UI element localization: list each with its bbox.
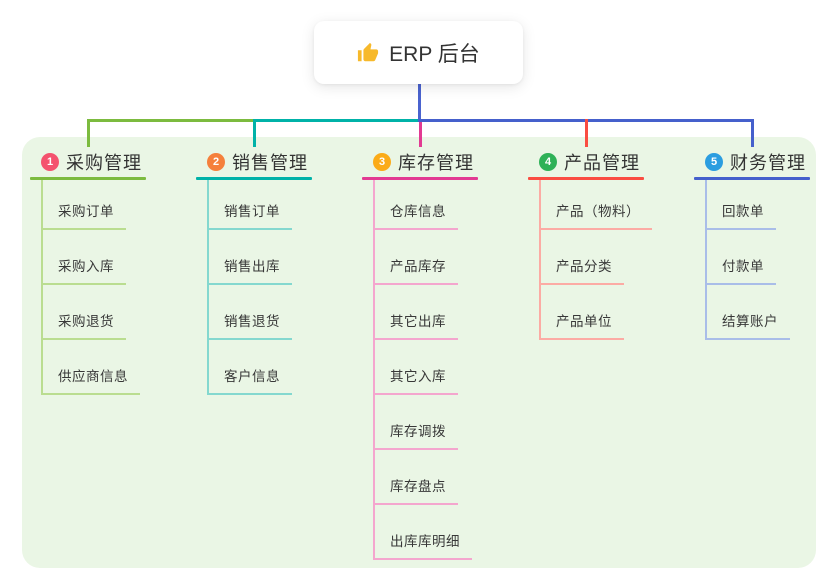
child-node[interactable]: 结算账户 [707, 285, 790, 340]
branch-5: 5 财务管理回款单付款单结算账户 [694, 149, 810, 340]
child-node[interactable]: 产品单位 [541, 285, 624, 340]
child-node[interactable]: 采购退货 [43, 285, 126, 340]
branch-title: 采购管理 [66, 153, 142, 173]
branch-children: 回款单付款单结算账户 [705, 180, 790, 340]
branch-title: 库存管理 [398, 153, 474, 173]
branch-underline [694, 177, 810, 180]
branch-title: 产品管理 [564, 153, 640, 173]
root-node[interactable]: ERP 后台 [314, 21, 523, 84]
branch-underline [196, 177, 312, 180]
branch-drop-line-1 [86, 119, 90, 147]
rail-segment-2 [252, 119, 421, 122]
branch-header-2[interactable]: 2 销售管理 [196, 149, 312, 175]
child-node[interactable]: 销售订单 [209, 180, 292, 230]
branch-number-badge: 4 [539, 153, 557, 171]
child-node[interactable]: 产品（物料） [541, 180, 652, 230]
branch-drop-line-3 [418, 122, 422, 147]
branch-number-badge: 2 [207, 153, 225, 171]
branch-drop-line-5 [750, 119, 754, 147]
child-node[interactable]: 出库库明细 [375, 505, 472, 560]
branch-title: 销售管理 [232, 153, 308, 173]
child-node[interactable]: 回款单 [707, 180, 776, 230]
branch-title: 财务管理 [730, 153, 806, 173]
root-title: ERP 后台 [389, 42, 480, 66]
branch-drop-line-2 [252, 119, 256, 147]
child-node[interactable]: 采购订单 [43, 180, 126, 230]
child-node[interactable]: 客户信息 [209, 340, 292, 395]
branch-header-1[interactable]: 1 采购管理 [30, 149, 146, 175]
branch-underline [362, 177, 478, 180]
branch-children: 仓库信息产品库存其它出库其它入库库存调拨库存盘点出库库明细 [373, 180, 472, 560]
branch-1: 1 采购管理采购订单采购入库采购退货供应商信息 [30, 149, 146, 395]
child-node[interactable]: 产品库存 [375, 230, 458, 285]
branch-children: 产品（物料）产品分类产品单位 [539, 180, 652, 340]
branch-number-badge: 3 [373, 153, 391, 171]
child-node[interactable]: 产品分类 [541, 230, 624, 285]
child-node[interactable]: 销售出库 [209, 230, 292, 285]
branch-children: 采购订单采购入库采购退货供应商信息 [41, 180, 140, 395]
branch-4: 4 产品管理产品（物料）产品分类产品单位 [528, 149, 652, 340]
branch-header-5[interactable]: 5 财务管理 [694, 149, 810, 175]
branch-3: 3 库存管理仓库信息产品库存其它出库其它入库库存调拨库存盘点出库库明细 [362, 149, 478, 560]
child-node[interactable]: 采购入库 [43, 230, 126, 285]
branch-header-4[interactable]: 4 产品管理 [528, 149, 644, 175]
child-node[interactable]: 其它出库 [375, 285, 458, 340]
rail-segment-1 [86, 119, 254, 122]
branch-2: 2 销售管理销售订单销售出库销售退货客户信息 [196, 149, 312, 395]
child-node[interactable]: 仓库信息 [375, 180, 458, 230]
branch-underline [528, 177, 644, 180]
child-node[interactable]: 销售退货 [209, 285, 292, 340]
branch-drop-line-4 [584, 119, 588, 147]
child-node[interactable]: 库存调拨 [375, 395, 458, 450]
child-node[interactable]: 供应商信息 [43, 340, 140, 395]
branch-underline [30, 177, 146, 180]
thumbs-up-icon [357, 42, 379, 64]
branch-number-badge: 5 [705, 153, 723, 171]
branch-children: 销售订单销售出库销售退货客户信息 [207, 180, 292, 395]
child-node[interactable]: 付款单 [707, 230, 776, 285]
child-node[interactable]: 其它入库 [375, 340, 458, 395]
root-connector-line [417, 84, 421, 122]
child-node[interactable]: 库存盘点 [375, 450, 458, 505]
branches-panel [22, 137, 816, 568]
branch-number-badge: 1 [41, 153, 59, 171]
branch-header-3[interactable]: 3 库存管理 [362, 149, 478, 175]
